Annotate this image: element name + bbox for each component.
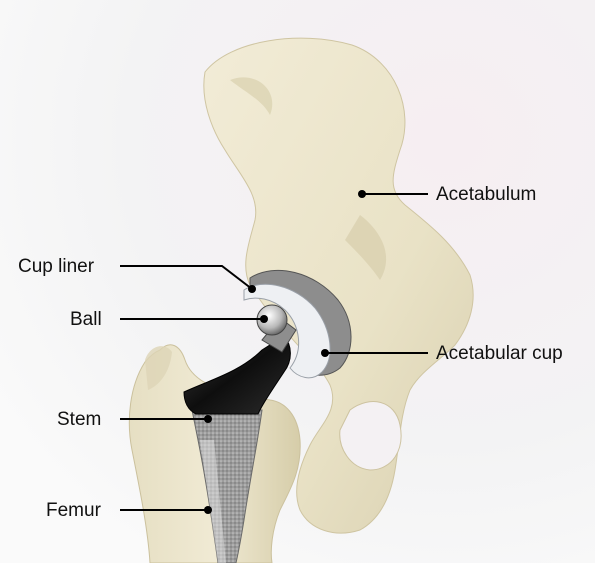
label-acetabulum: Acetabulum (436, 185, 536, 204)
dot-acetabulum (358, 190, 366, 198)
label-acetabular-cup: Acetabular cup (436, 344, 563, 363)
dot-acetabular-cup (321, 349, 329, 357)
dot-femur (204, 506, 212, 514)
dot-cup-liner (248, 285, 256, 293)
label-cup-liner: Cup liner (18, 257, 94, 276)
dot-ball (260, 315, 268, 323)
label-femur: Femur (46, 501, 101, 520)
label-stem: Stem (57, 410, 101, 429)
label-ball: Ball (70, 310, 102, 329)
dot-stem (204, 415, 212, 423)
